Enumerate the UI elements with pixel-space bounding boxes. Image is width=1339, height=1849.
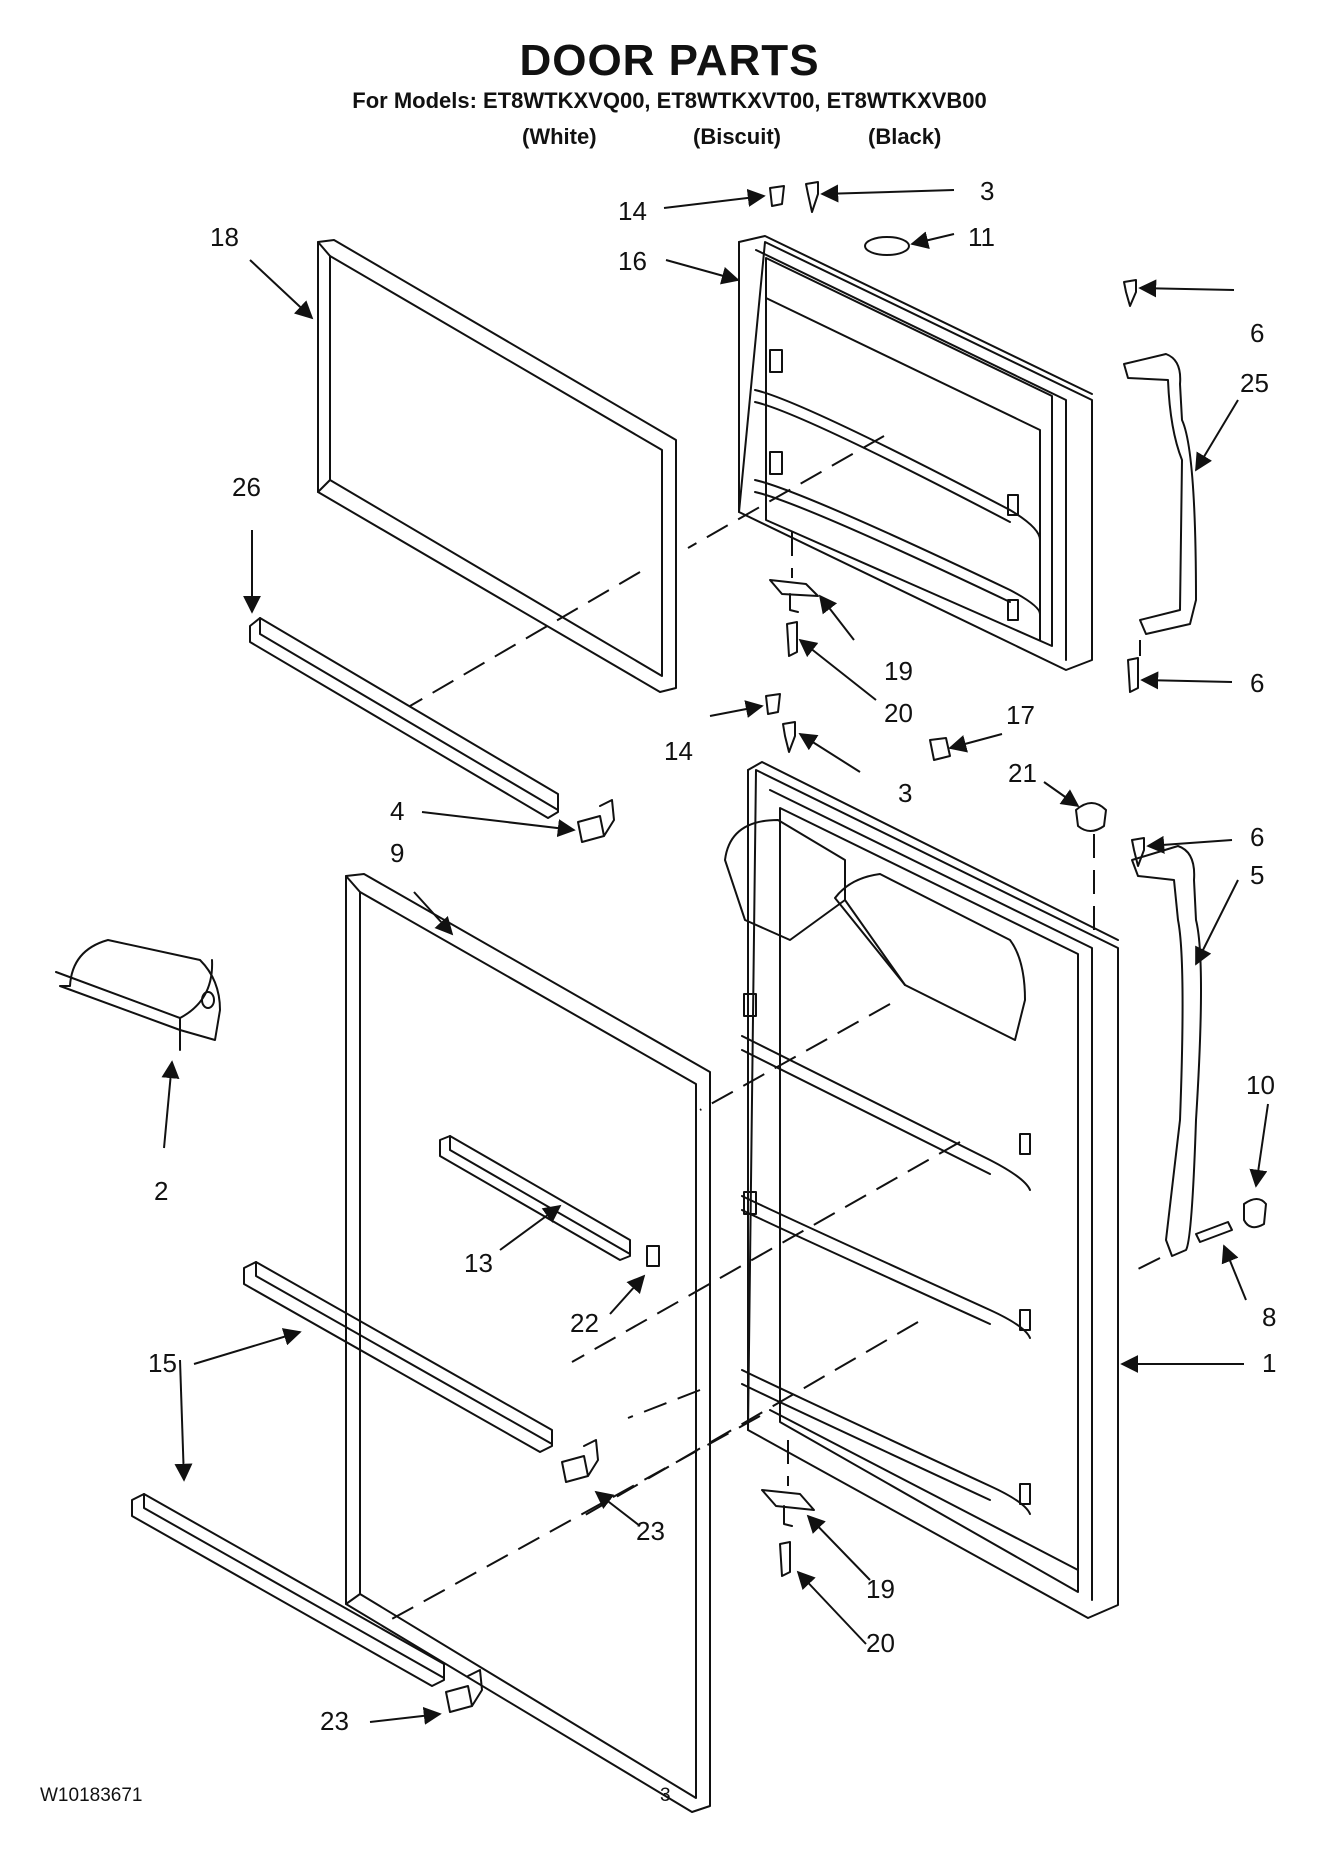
callout-23-upper: 23 xyxy=(636,1516,665,1546)
clip-22 xyxy=(646,1245,660,1267)
callout-25: 25 xyxy=(1240,368,1269,398)
fresh-food-door xyxy=(724,761,1119,1619)
hinge-pin-14-lower xyxy=(765,693,781,715)
callout-3-lower: 3 xyxy=(898,778,912,808)
callout-23-lower: 23 xyxy=(320,1706,349,1736)
color-label-biscuit: (Biscuit) xyxy=(693,124,781,149)
callout-2: 2 xyxy=(154,1176,168,1206)
trim-strip-15-lower xyxy=(131,1493,445,1687)
trim-strip-26 xyxy=(249,617,559,819)
page-title: DOOR PARTS xyxy=(519,36,820,85)
callout-9: 9 xyxy=(390,838,404,868)
callout-20-lower: 20 xyxy=(866,1628,895,1658)
color-label-white: (White) xyxy=(522,124,597,149)
header: DOOR PARTS For Models: ET8WTKXVQ00, ET8W… xyxy=(0,0,1339,160)
fresh-food-gasket xyxy=(345,873,711,1813)
end-cap-23-lower xyxy=(445,1669,483,1713)
hinge-19-upper xyxy=(769,579,819,613)
callout-19-upper: 19 xyxy=(884,656,913,686)
callout-16: 16 xyxy=(618,246,647,276)
freezer-door xyxy=(738,235,1093,671)
callout-5: 5 xyxy=(1250,860,1264,890)
callout-13: 13 xyxy=(464,1248,493,1278)
models-line: For Models: ET8WTKXVQ00, ET8WTKXVT00, ET… xyxy=(352,88,987,113)
assembly-lines xyxy=(389,435,1161,1621)
callout-4: 4 xyxy=(390,796,404,826)
callout-14-upper: 14 xyxy=(618,196,647,226)
screw-20-upper xyxy=(786,621,798,657)
end-cap-4 xyxy=(577,799,615,843)
trim-strip-15-upper xyxy=(243,1261,553,1453)
fresh-food-handle-5 xyxy=(1131,845,1202,1257)
callout-18: 18 xyxy=(210,222,239,252)
callout-1: 1 xyxy=(1262,1348,1276,1378)
callout-10: 10 xyxy=(1246,1070,1275,1100)
screw-6-b xyxy=(1127,657,1139,693)
bin-2 xyxy=(55,939,221,1051)
freezer-handle-25 xyxy=(1123,353,1197,635)
document-number: W10183671 xyxy=(40,1785,143,1806)
callout-6-a: 6 xyxy=(1250,318,1264,348)
plug-11 xyxy=(864,236,910,256)
callout-22: 22 xyxy=(570,1308,599,1338)
screw-3-lower xyxy=(782,721,796,753)
callout-3-upper: 3 xyxy=(980,176,994,206)
page-number: 3 xyxy=(660,1785,671,1806)
color-label-black: (Black) xyxy=(868,124,942,149)
callout-19-lower: 19 xyxy=(866,1574,895,1604)
callout-11: 11 xyxy=(968,222,995,252)
hinge-19-lower xyxy=(761,1489,815,1527)
plug-10 xyxy=(1243,1198,1267,1229)
callout-26: 26 xyxy=(232,472,261,502)
trim-strip-13 xyxy=(439,1135,631,1261)
callout-20-upper: 20 xyxy=(884,698,913,728)
callout-14-lower: 14 xyxy=(664,736,693,766)
screw-3-upper xyxy=(805,181,819,213)
screw-20-lower xyxy=(779,1541,791,1577)
callout-21: 21 xyxy=(1008,758,1037,788)
cap-21 xyxy=(1075,802,1107,832)
screw-6-a xyxy=(1123,279,1137,307)
nut-17 xyxy=(929,737,951,761)
callout-15: 15 xyxy=(148,1348,177,1378)
callout-labels: 14 3 11 16 18 6 25 26 19 20 6 14 3 17 21… xyxy=(148,176,1276,1736)
hinge-pin-14-upper xyxy=(769,185,785,207)
callout-6-c: 6 xyxy=(1250,822,1264,852)
freezer-gasket xyxy=(317,239,677,693)
end-cap-23-upper xyxy=(561,1439,599,1483)
screw-6-c xyxy=(1131,837,1145,867)
callout-8: 8 xyxy=(1262,1302,1276,1332)
callout-17: 17 xyxy=(1006,700,1035,730)
screw-8 xyxy=(1195,1221,1233,1243)
callout-6-b: 6 xyxy=(1250,668,1264,698)
leader-arrows xyxy=(161,184,1269,1725)
